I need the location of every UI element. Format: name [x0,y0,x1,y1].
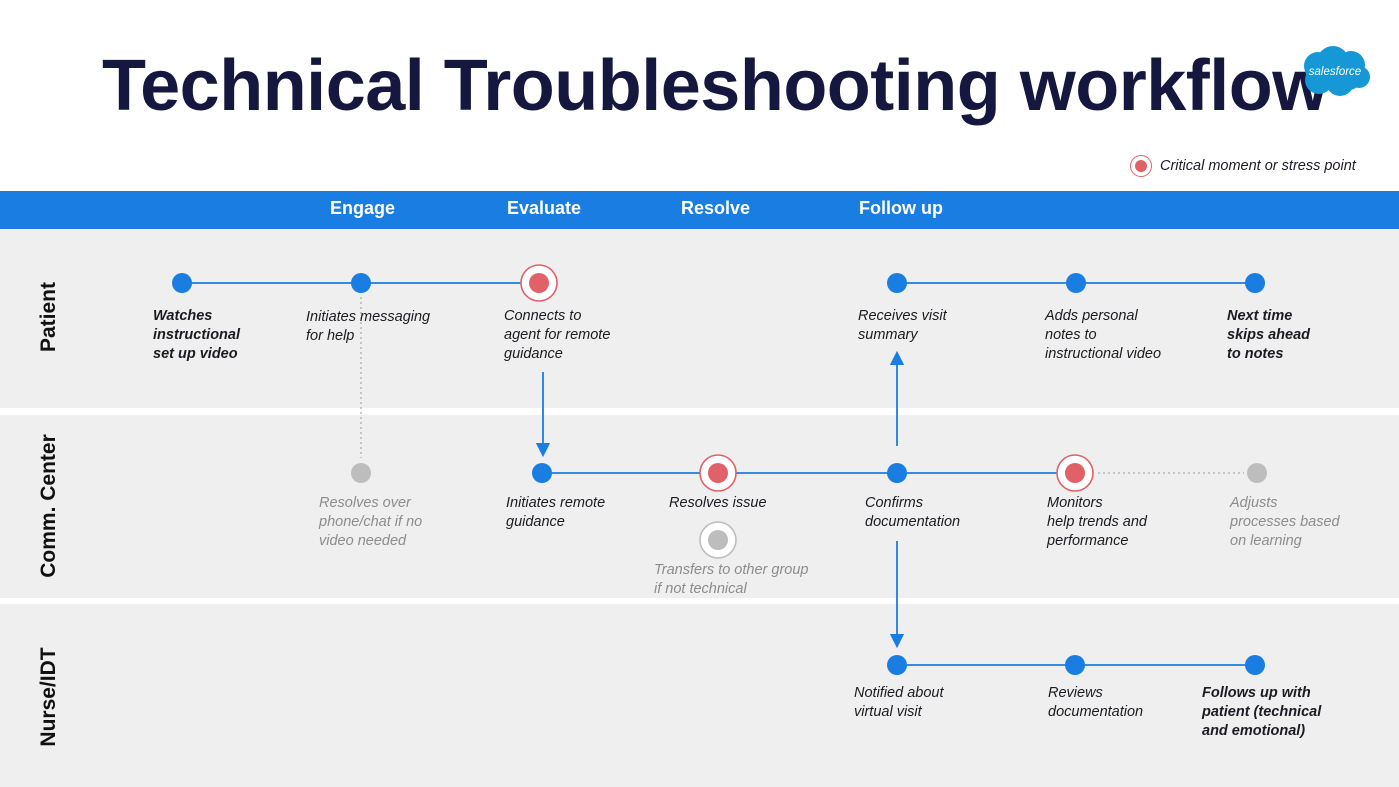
legend: Critical moment or stress point [1130,155,1356,177]
node-notified [887,655,907,675]
label-connects: Connects to agent for remote guidance [504,308,611,362]
phase-bar [0,191,1399,229]
label-resolves-issue: Resolves issue [669,495,767,511]
label-adds-notes: Adds personal notes to instructional vid… [1045,308,1162,362]
phase-engage: Engage [330,198,396,218]
label-adjusts: Adjusts processes based on learning [1230,495,1340,549]
label-monitors: Monitors help trends and performance [1047,495,1147,549]
label-resolves-over-phone: Resolves over phone/chat if no video nee… [319,495,423,549]
phase-evaluate: Evaluate [507,198,582,218]
node-transfers [708,530,728,550]
lane-nurse-idt [0,604,1399,787]
node-adjusts [1247,463,1267,483]
node-resolves-over-phone [351,463,371,483]
phase-follow-up: Follow up [859,198,943,218]
lane-patient [0,230,1399,408]
label-transfers: Transfers to other group if not technica… [654,562,809,597]
critical-node-monitors [1065,463,1085,483]
label-next-time: Next time skips ahead to notes [1227,308,1311,362]
lane-comm-center [0,415,1399,598]
label-receives-summary: Receives visit summary [858,308,947,343]
critical-moment-icon [1130,155,1152,177]
label-watches-video: Watches instructional set up video [153,308,241,362]
salesforce-logo: salesforce [1304,46,1370,96]
logo-text: salesforce [1309,66,1361,78]
label-initiates-remote: Initiates remote guidance [506,495,606,530]
page-title: Technical Troubleshooting workflow [102,46,1328,126]
label-confirms-documentation: Confirms documentation [865,495,961,530]
node-follows-up [1245,655,1265,675]
node-adds-notes [1066,273,1086,293]
legend-label: Critical moment or stress point [1160,158,1356,174]
node-watches-video [172,273,192,293]
node-initiates-messaging [351,273,371,293]
node-receives-summary [887,273,907,293]
node-confirms-documentation [887,463,907,483]
label-reviews-documentation: Reviews documentation [1048,685,1144,720]
node-reviews-documentation [1065,655,1085,675]
label-follows-up: Follows up with patient (technical and e… [1202,685,1322,739]
critical-node-connects [529,273,549,293]
critical-node-resolves [708,463,728,483]
label-initiates-messaging: Initiates messaging for help [306,309,431,344]
node-initiates-remote [532,463,552,483]
node-next-time [1245,273,1265,293]
label-notified: Notified about virtual visit [854,685,944,720]
phase-resolve: Resolve [681,198,751,218]
